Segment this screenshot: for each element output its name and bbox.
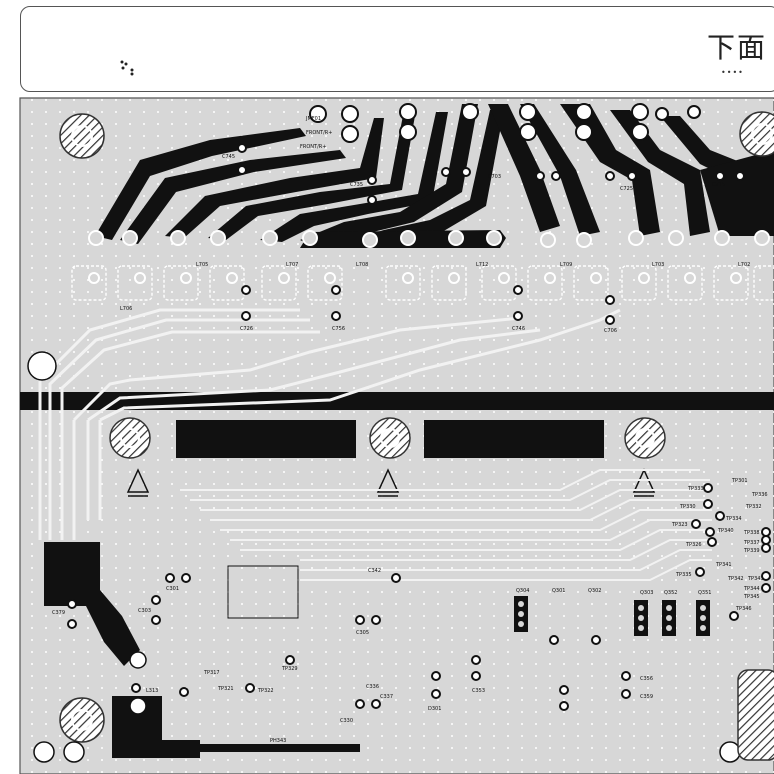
- label-c756: C756: [332, 326, 345, 332]
- label-tp326: TP326: [685, 542, 702, 548]
- pour-pads-row: [88, 230, 770, 248]
- label-tp339: TP339: [743, 548, 760, 554]
- label-front-r2: FRONT/R+: [300, 144, 326, 150]
- title-underline-dots: ••••: [721, 68, 744, 77]
- large-through-holes: [27, 351, 741, 763]
- label-tp330: TP330: [679, 504, 696, 510]
- label-c301: C301: [166, 586, 179, 592]
- label-l706: L706: [120, 306, 132, 312]
- label-tp344: TP344: [743, 586, 760, 592]
- label-c746: C746: [512, 326, 525, 332]
- silkscreen-outline: [227, 565, 299, 619]
- label-l709: L709: [560, 262, 572, 268]
- test-points: [245, 483, 771, 693]
- label-c725: C725: [620, 186, 633, 192]
- label-tp336: TP336: [751, 492, 768, 498]
- label-l703: L703: [652, 262, 664, 268]
- label-q304: Q304: [516, 588, 529, 594]
- label-tp321: TP321: [217, 686, 234, 692]
- label-tp329: TP329: [281, 666, 298, 672]
- label-tp340: TP340: [717, 528, 734, 534]
- label-c305: C305: [356, 630, 369, 636]
- transistor-pins: [518, 601, 706, 631]
- label-l702: L702: [738, 262, 750, 268]
- label-q351: Q351: [698, 590, 711, 596]
- label-q352: Q352: [664, 590, 677, 596]
- label-c379: C379: [52, 610, 65, 616]
- label-tp337: TP337: [743, 540, 760, 546]
- label-tp338: TP338: [743, 530, 760, 536]
- label-q303: Q303: [640, 590, 653, 596]
- label-c342: C342: [368, 568, 381, 574]
- board-side-title: 下面: [707, 31, 768, 64]
- label-c336: C336: [366, 684, 379, 690]
- label-c715: C715: [712, 182, 725, 188]
- capacitor-pads: [67, 143, 745, 711]
- label-l708: L708: [356, 262, 368, 268]
- label-tp335: TP335: [675, 572, 692, 578]
- label-c735: C735: [350, 182, 363, 188]
- label-c353: C353: [472, 688, 485, 694]
- heatsink-pad-left: [176, 420, 356, 458]
- label-c359: C359: [640, 694, 653, 700]
- label-c703: C703: [488, 174, 501, 180]
- label-tp345: TP345: [743, 594, 760, 600]
- label-l705: L705: [196, 262, 208, 268]
- heatsink-pad-right: [424, 420, 604, 458]
- left-lower-pour: [44, 542, 140, 666]
- label-c745: C745: [222, 154, 235, 160]
- registration-dots-icon: [120, 60, 134, 76]
- label-tp301: TP301: [731, 478, 748, 484]
- label-d301: D301: [428, 706, 441, 712]
- label-tp346: TP346: [735, 606, 752, 612]
- label-l313: L313: [146, 688, 158, 694]
- inductor-pads: [88, 272, 742, 284]
- label-tp317: TP317: [203, 670, 220, 676]
- label-tp333: TP333: [687, 486, 704, 492]
- label-l713: L712: [476, 262, 488, 268]
- mounting-hole-inner-rings: [71, 123, 773, 731]
- middle-traces: [180, 469, 712, 581]
- transistor-footprints: [514, 596, 710, 636]
- label-c303: C303: [138, 608, 151, 614]
- label-tp334: TP334: [725, 516, 742, 522]
- label-c330: C330: [340, 718, 353, 724]
- label-q302: Q302: [588, 588, 601, 594]
- label-tp341: TP341: [715, 562, 732, 568]
- label-tp323: TP323: [671, 522, 688, 528]
- signal-trace-bundle: [38, 308, 621, 540]
- label-tp343: TP343: [747, 576, 764, 582]
- mounting-holes: [59, 111, 774, 743]
- label-ph343: PH343: [270, 738, 286, 744]
- bottom-right-connector: [737, 669, 774, 761]
- label-front-r: FRONT/R+: [306, 130, 332, 136]
- label-q301: Q301: [552, 588, 565, 594]
- header-panel: [20, 6, 774, 92]
- label-tp332: TP332: [745, 504, 762, 510]
- connector-pads-top: [309, 103, 701, 143]
- bottom-trace-strip: [200, 744, 360, 752]
- label-tp322: TP322: [257, 688, 274, 694]
- label-c337: C337: [380, 694, 393, 700]
- label-jmf01: JMF01: [305, 116, 321, 122]
- label-c356: C356: [640, 676, 653, 682]
- label-c706: C706: [604, 328, 617, 334]
- label-tp342: TP342: [727, 576, 744, 582]
- label-l707: L707: [286, 262, 298, 268]
- inductor-footprints: [71, 265, 774, 301]
- label-c726: C726: [240, 326, 253, 332]
